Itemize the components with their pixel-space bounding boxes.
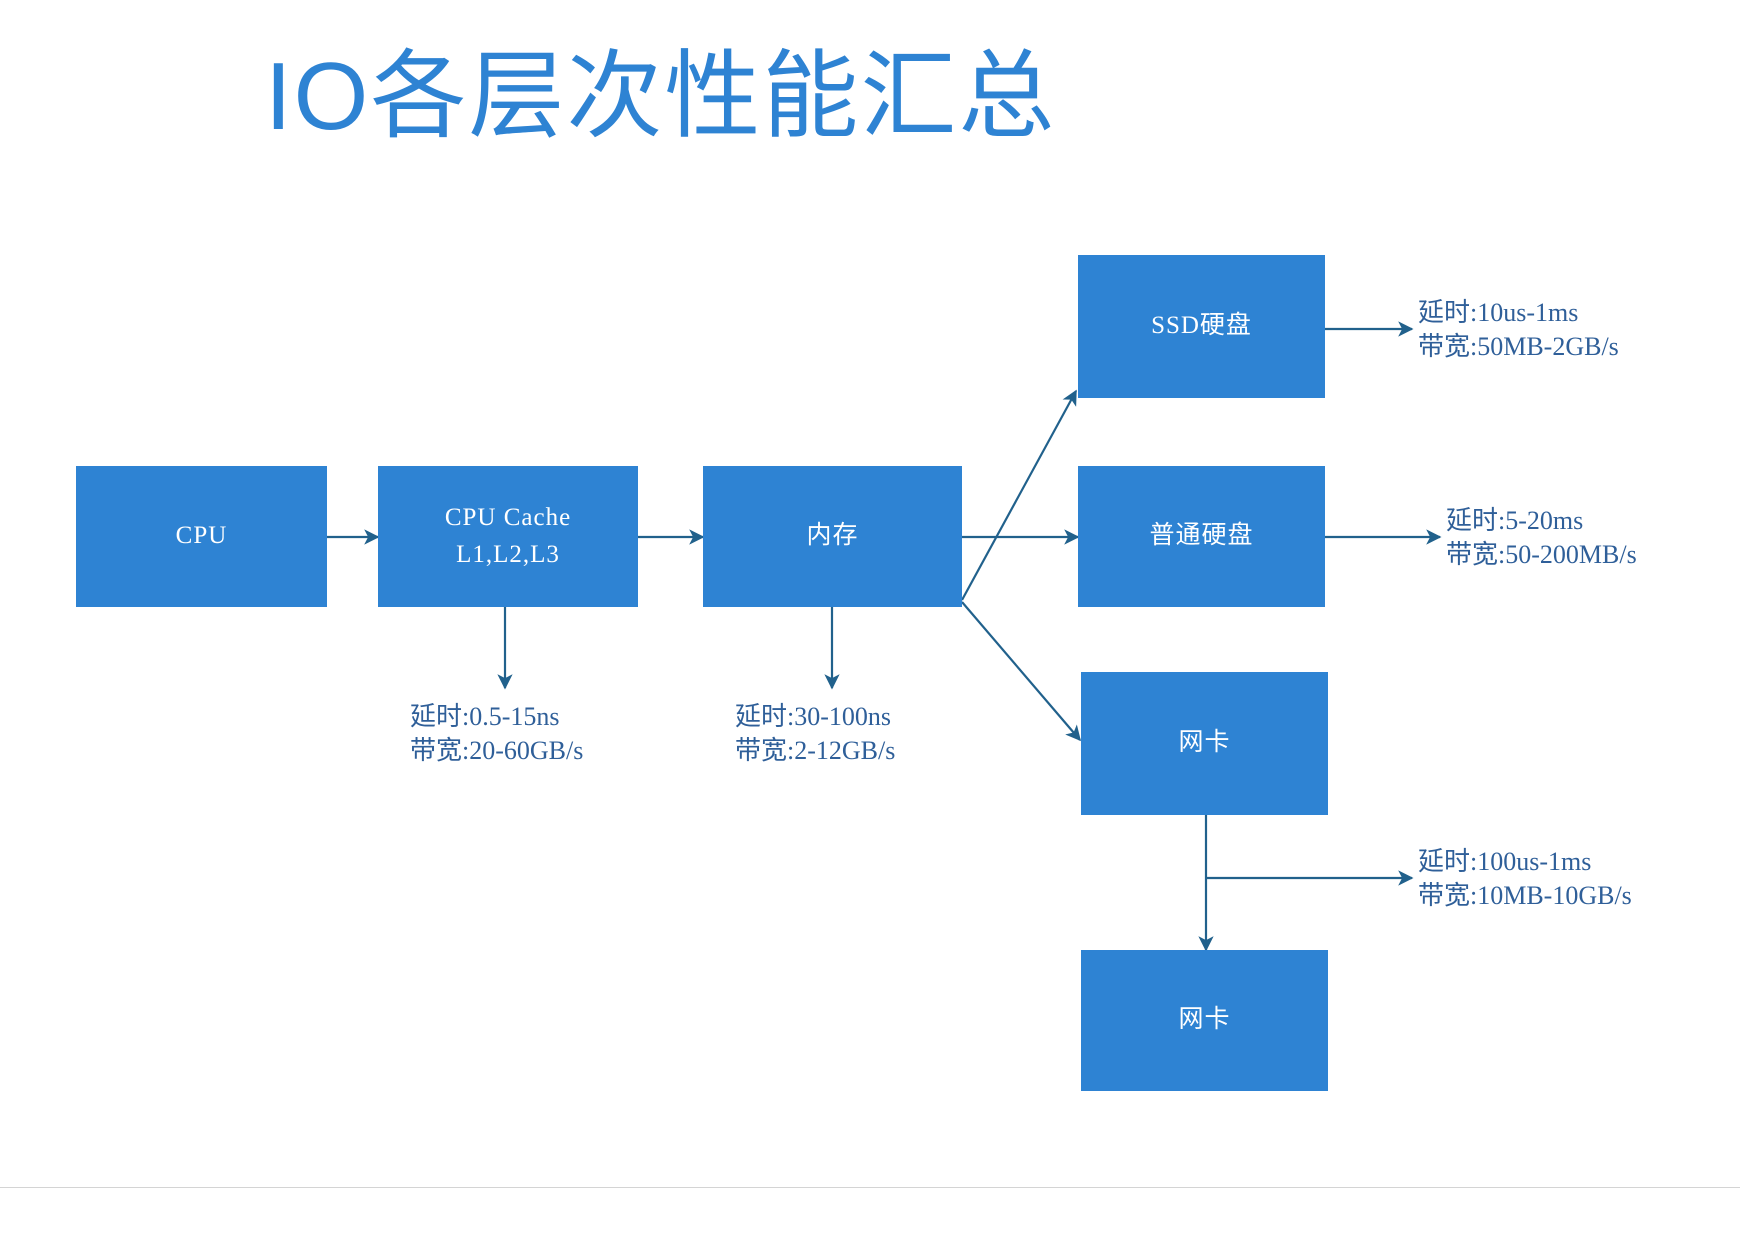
node-cpu[interactable]: CPU [76, 466, 327, 607]
node-ssd[interactable]: SSD硬盘 [1078, 255, 1325, 398]
node-ssd-label: SSD硬盘 [1151, 312, 1252, 340]
annotation-cpu-cache-performance: 延时:0.5-15ns 带宽:20-60GB/s [410, 702, 584, 766]
node-nic-remote[interactable]: 网卡 [1081, 950, 1328, 1091]
annotation-memory-performance: 延时:30-100ns 带宽:2-12GB/s [735, 702, 896, 766]
footer-divider [0, 1187, 1740, 1188]
node-nic-local-label: 网卡 [1178, 729, 1231, 757]
node-nic-local[interactable]: 网卡 [1081, 672, 1328, 815]
node-hdd-label: 普通硬盘 [1149, 522, 1254, 550]
page-title: IO各层次性能汇总 [265, 43, 1057, 150]
edge-memory-to-ssd [961, 389, 1077, 601]
node-nic-remote-label: 网卡 [1178, 1006, 1231, 1034]
annotation-hdd-performance: 延时:5-20ms 带宽:50-200MB/s [1446, 506, 1637, 570]
node-memory-label: 内存 [806, 522, 859, 550]
node-cpu-cache[interactable]: CPU Cache L1,L2,L3 [378, 466, 638, 607]
node-hdd[interactable]: 普通硬盘 [1078, 466, 1325, 607]
node-cpu-cache-label: CPU Cache L1,L2,L3 [444, 504, 572, 568]
annotation-nic-performance: 延时:100us-1ms 带宽:10MB-10GB/s [1418, 847, 1632, 911]
node-memory[interactable]: 内存 [703, 466, 962, 607]
node-cpu-label: CPU [175, 522, 228, 550]
edge-memory-to-nic [961, 601, 1082, 742]
annotation-ssd-performance: 延时:10us-1ms 带宽:50MB-2GB/s [1418, 298, 1619, 362]
